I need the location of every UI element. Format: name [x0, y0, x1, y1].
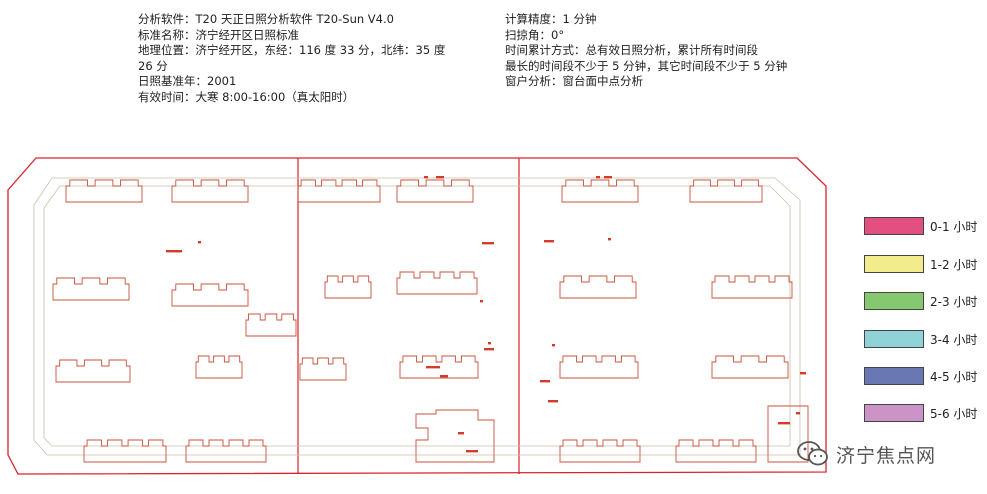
legend-item-3-4h: 3-4 小时: [864, 330, 984, 348]
legend-item-4-5h: 4-5 小时: [864, 367, 984, 385]
analysis-mark: [458, 432, 464, 435]
building-footprint: [299, 357, 347, 381]
analysis-mark: [488, 342, 491, 345]
analysis-mark: [796, 412, 800, 415]
building-footprint: [83, 439, 167, 463]
sweep-angle-line: 扫掠角：0°: [505, 27, 565, 42]
analysis-mark: [166, 250, 180, 253]
analysis-mark: [176, 250, 182, 253]
legend-swatch: [864, 255, 924, 273]
location-line-1: 地理位置：济宁经开区，东经：116 度 33 分，北纬：35 度: [138, 43, 446, 57]
analysis-info-left: 分析软件：T20 天正日照分析软件 T20-Sun V4.0 标准名称：济宁经开…: [138, 12, 445, 105]
legend-label: 4-5 小时: [930, 370, 978, 384]
building-footprint: [559, 439, 641, 463]
building-footprint: [185, 439, 267, 463]
building-footprint: [559, 275, 637, 299]
valid-time-line: 有效时间：大寒 8:00-16:00（真太阳时）: [138, 89, 355, 104]
standard-line: 标准名称：济宁经开区日照标准: [138, 27, 299, 42]
corner-building-footprint: [767, 405, 809, 463]
building-footprint: [561, 179, 639, 203]
setback-line-outer: [33, 177, 801, 456]
analysis-mark: [800, 372, 806, 375]
base-year-line: 日照基准年：2001: [138, 74, 237, 88]
building-footprint: [65, 179, 143, 203]
site-boundary: [7, 157, 827, 475]
analysis-mark: [482, 242, 494, 245]
watermark: 济宁焦点网: [790, 440, 980, 470]
analysis-mark: [608, 238, 611, 241]
analysis-mark: [552, 344, 555, 347]
building-footprint: [55, 359, 131, 383]
building-footprint: [297, 179, 381, 203]
legend-item-5-6h: 5-6 小时: [864, 404, 984, 422]
legend-item-2-3h: 2-3 小时: [864, 292, 984, 310]
legend-item-1-2h: 1-2 小时: [864, 255, 984, 273]
analysis-mark: [778, 422, 790, 425]
building-footprint: [711, 275, 793, 299]
building-footprint: [399, 355, 479, 379]
wechat-logo-icon: [797, 441, 828, 466]
annotation-marks: [166, 176, 806, 453]
analysis-mark: [548, 400, 558, 403]
location-line-2: 26 分: [138, 58, 168, 73]
min-segment-line: 最长的时间段不少于 5 分钟，其它时间段不少于 5 分钟: [505, 58, 788, 73]
accumulation-line: 时间累计方式：总有效日照分析，累计所有时间段: [505, 43, 758, 57]
building-footprint: [52, 277, 130, 301]
legend-swatch: [864, 330, 924, 348]
analysis-mark: [426, 366, 440, 369]
building-footprint: [559, 355, 639, 379]
analysis-mark: [466, 450, 478, 453]
building-footprint: [245, 313, 297, 337]
building-footprint: [711, 355, 789, 379]
analysis-mark: [440, 375, 448, 378]
legend-label: 1-2 小时: [930, 258, 978, 272]
building-footprint: [171, 179, 249, 203]
analysis-mark: [424, 176, 428, 179]
legend-swatch: [864, 367, 924, 385]
precision-line: 计算精度：1 分钟: [505, 12, 597, 26]
analysis-mark: [540, 380, 550, 383]
building-footprints: [52, 179, 809, 463]
legend-item-0-1h: 0-1 小时: [864, 217, 984, 235]
building-footprint: [396, 179, 474, 203]
building-footprint: [195, 355, 243, 379]
building-footprint: [324, 275, 372, 299]
building-footprint: [689, 179, 763, 203]
setback-line-inner: [43, 185, 791, 447]
building-footprint: [396, 271, 478, 295]
analysis-mark: [596, 176, 600, 179]
building-footprint: [675, 439, 757, 463]
clubhouse-footprint: [415, 409, 495, 463]
legend-label: 2-3 小时: [930, 295, 978, 309]
analysis-mark: [198, 241, 201, 244]
watermark-text: 济宁焦点网: [836, 445, 937, 467]
legend-swatch: [864, 292, 924, 310]
analysis-mark: [544, 240, 554, 243]
window-line: 窗户分析：窗台面中点分析: [505, 74, 643, 88]
legend-swatch: [864, 404, 924, 422]
analysis-mark: [484, 348, 494, 351]
analysis-info-right: 计算精度：1 分钟 扫掠角：0° 时间累计方式：总有效日照分析，累计所有时间段 …: [505, 12, 787, 90]
analysis-mark: [480, 300, 483, 303]
legend-swatch: [864, 217, 924, 235]
legend-label: 5-6 小时: [930, 407, 978, 421]
analysis-mark: [604, 176, 612, 179]
building-footprint: [171, 283, 249, 307]
analysis-mark: [436, 176, 444, 179]
legend-label: 0-1 小时: [930, 220, 978, 234]
software-line: 分析软件：T20 天正日照分析软件 T20-Sun V4.0: [138, 12, 394, 26]
legend-label: 3-4 小时: [930, 333, 978, 347]
